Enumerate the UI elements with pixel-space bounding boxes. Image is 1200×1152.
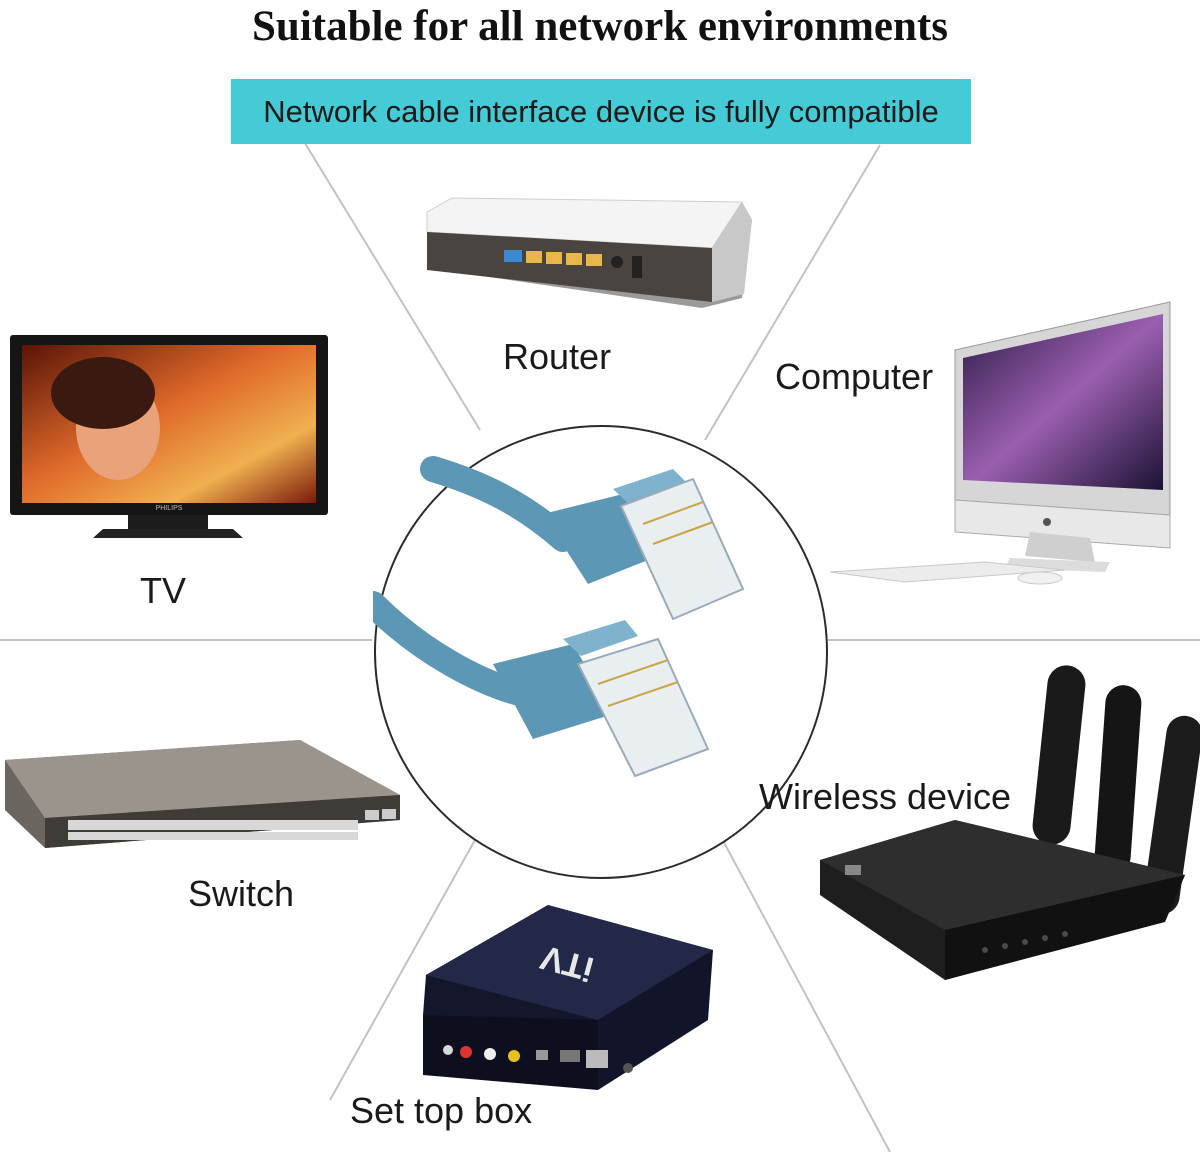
wireless-device-icon: [820, 665, 1200, 980]
router-icon: [426, 197, 752, 308]
set-top-box-label: Set top box: [350, 1090, 533, 1131]
switch-icon: [5, 740, 400, 848]
wireless-device-label: Wireless device: [759, 776, 1012, 817]
computer-icon: [829, 301, 1171, 585]
compatibility-banner: Network cable interface device is fully …: [231, 79, 971, 144]
banner-text: Network cable interface device is fully …: [263, 93, 939, 129]
cable-circle: [360, 424, 829, 880]
tv-brand-logo: PHILIPS: [156, 505, 183, 512]
tv-icon: PHILIPS: [10, 335, 328, 538]
switch-label: Switch: [188, 873, 295, 914]
set-top-box-icon: iTV: [423, 905, 713, 1090]
tv-label: TV: [140, 570, 187, 611]
page-title: Suitable for all network environments: [252, 3, 948, 50]
router-label: Router: [503, 336, 612, 377]
computer-label: Computer: [775, 356, 934, 397]
cable-icon: [360, 425, 828, 879]
